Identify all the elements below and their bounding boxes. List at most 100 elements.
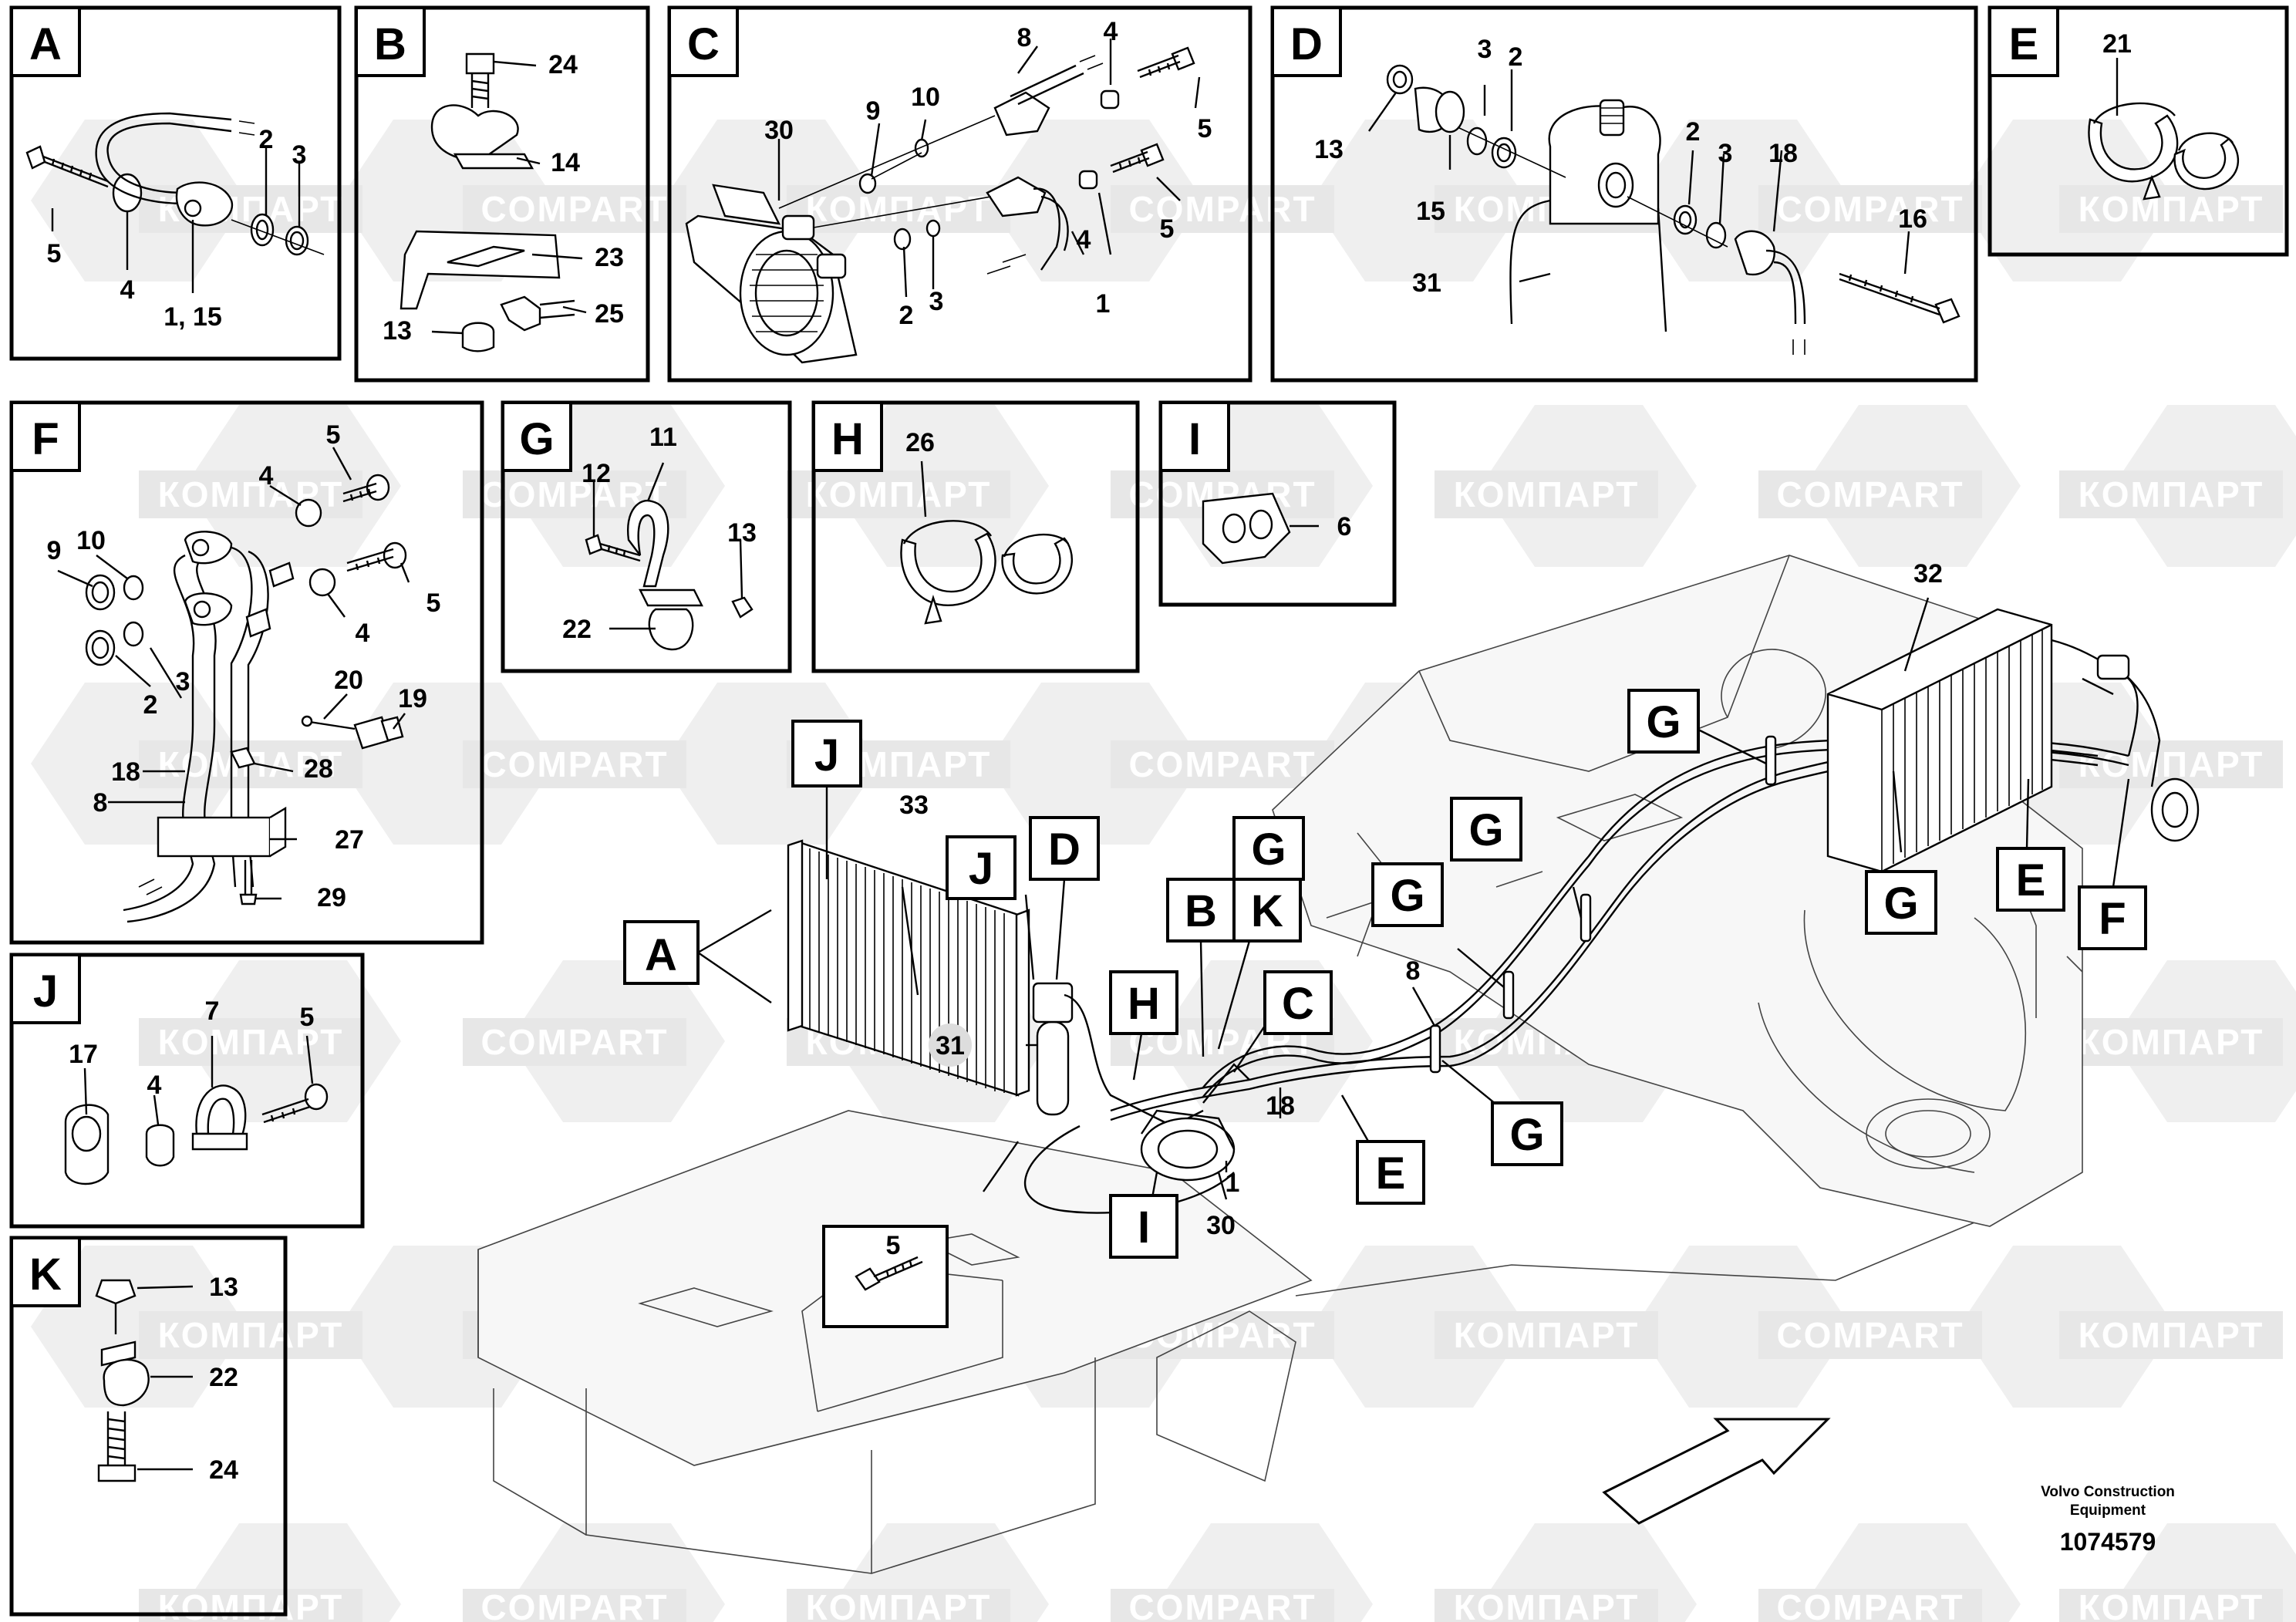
watermark-text: КОМПАРТ	[1454, 1587, 1640, 1622]
svg-text:2: 2	[259, 125, 274, 154]
flag-letter: G	[1509, 1110, 1544, 1160]
footer: Volvo Construction Equipment 1074579	[2041, 1484, 2175, 1556]
flag-g-1: G	[1627, 689, 1700, 754]
direction-arrow	[1602, 1418, 1831, 1525]
svg-text:E: E	[2009, 19, 2039, 69]
svg-text:G: G	[1390, 871, 1424, 921]
svg-text:4: 4	[1077, 225, 1091, 255]
svg-text:31: 31	[936, 1031, 965, 1061]
svg-text:4: 4	[120, 275, 135, 305]
svg-text:25: 25	[595, 299, 624, 329]
svg-text:5: 5	[426, 588, 441, 618]
svg-text:19: 19	[398, 684, 427, 713]
svg-text:C: C	[1282, 979, 1314, 1029]
svg-text:F: F	[32, 414, 59, 464]
company-line-1: Volvo Construction	[2041, 1484, 2175, 1500]
svg-text:10: 10	[76, 526, 106, 555]
receiver-drier-31	[1032, 982, 1204, 1128]
document-number: 1074579	[2060, 1528, 2156, 1556]
detail-panel-c: C 8 4 5 9 10 30 5 2	[667, 5, 1253, 383]
svg-text:E: E	[2016, 855, 2046, 905]
svg-text:31: 31	[1412, 268, 1441, 298]
svg-text:A: A	[645, 930, 677, 980]
detail-panel-b: B 24 14 23 25 13	[354, 5, 650, 383]
svg-text:4: 4	[356, 619, 370, 648]
svg-text:15: 15	[1416, 197, 1445, 226]
main-flag-boxes: A J J D B K H C I E G G G G G E F	[623, 689, 2147, 1259]
svg-text:K: K	[1251, 886, 1283, 936]
svg-text:K: K	[29, 1249, 62, 1300]
svg-text:2: 2	[143, 690, 158, 720]
watermark-text: КОМПАРТ	[2079, 1587, 2264, 1622]
flag-j-2: J	[946, 835, 1017, 900]
watermark-text: КОМПАРТ	[806, 474, 992, 514]
svg-text:21: 21	[2102, 29, 2132, 59]
watermark-text: КОМПАРТ	[2079, 189, 2264, 229]
svg-text:5: 5	[47, 239, 62, 268]
svg-text:G: G	[1883, 878, 1918, 929]
svg-text:24: 24	[548, 50, 578, 79]
flag-g-3: G	[1371, 862, 1444, 927]
flag-h: H	[1109, 970, 1178, 1035]
svg-text:I: I	[1188, 414, 1201, 464]
watermark-text: КОМПАРТ	[1454, 1315, 1640, 1355]
svg-text:20: 20	[334, 666, 363, 695]
watermark-text: COMPART	[1776, 474, 1964, 514]
svg-text:22: 22	[209, 1363, 238, 1392]
flag-e-1: E	[1356, 1140, 1425, 1205]
detail-panel-i: I 6	[1158, 400, 1397, 607]
svg-text:6: 6	[1337, 512, 1352, 541]
svg-text:29: 29	[317, 883, 346, 912]
watermark-text: COMPART	[1128, 744, 1316, 784]
watermark-text: КОМПАРТ	[2079, 1022, 2264, 1062]
watermark-text: КОМПАРТ	[2079, 1315, 2264, 1355]
detail-panel-e: E 21	[1988, 5, 2289, 257]
svg-text:33: 33	[899, 791, 929, 820]
svg-text:3: 3	[929, 287, 944, 316]
svg-text:J: J	[814, 730, 839, 781]
svg-text:18: 18	[1768, 139, 1798, 168]
flag-c: C	[1263, 970, 1333, 1035]
svg-text:8: 8	[93, 788, 108, 818]
svg-text:J: J	[969, 844, 993, 894]
watermark-text: КОМПАРТ	[1454, 474, 1640, 514]
flag-e-2: E	[1996, 847, 2065, 912]
svg-text:4: 4	[259, 461, 274, 491]
watermark-text: КОМПАРТ	[806, 189, 992, 229]
watermark-text: КОМПАРТ	[158, 1022, 344, 1062]
svg-text:A: A	[29, 19, 62, 69]
flag-g-2: G	[1450, 797, 1522, 862]
svg-text:5: 5	[326, 420, 341, 450]
detail-panel-f: F 5	[9, 400, 484, 945]
svg-text:14: 14	[551, 148, 580, 177]
svg-text:18: 18	[1266, 1091, 1295, 1121]
svg-text:12: 12	[582, 459, 611, 488]
svg-text:17: 17	[69, 1040, 98, 1069]
svg-text:11: 11	[649, 423, 677, 452]
svg-text:2: 2	[1509, 42, 1523, 72]
detail-panel-d: D 3 2 13 15 31 2 3 18 16	[1270, 5, 1978, 383]
evaporator-unit-32	[1826, 608, 2200, 873]
svg-text:3: 3	[176, 667, 190, 696]
svg-text:G: G	[1468, 805, 1503, 855]
svg-text:18: 18	[111, 757, 140, 787]
svg-text:B: B	[1185, 886, 1217, 936]
svg-text:5: 5	[1160, 214, 1175, 244]
svg-text:10: 10	[911, 83, 940, 112]
main-callouts: 33 31 5 1 30 18 8 32	[822, 559, 1943, 1328]
svg-text:13: 13	[727, 518, 757, 548]
svg-text:23: 23	[595, 243, 624, 272]
svg-text:26: 26	[905, 428, 935, 457]
svg-text:4: 4	[147, 1071, 162, 1100]
svg-text:3: 3	[1478, 35, 1492, 64]
flag-f: F	[2078, 885, 2147, 950]
svg-text:9: 9	[866, 96, 881, 126]
detail-panel-h: H 26	[811, 400, 1140, 673]
svg-text:32: 32	[1913, 559, 1943, 588]
flag-j-1: J	[791, 720, 862, 787]
flag-a: A	[623, 920, 700, 985]
svg-text:27: 27	[335, 825, 364, 855]
svg-text:3: 3	[1718, 139, 1733, 168]
svg-text:H: H	[831, 414, 864, 464]
